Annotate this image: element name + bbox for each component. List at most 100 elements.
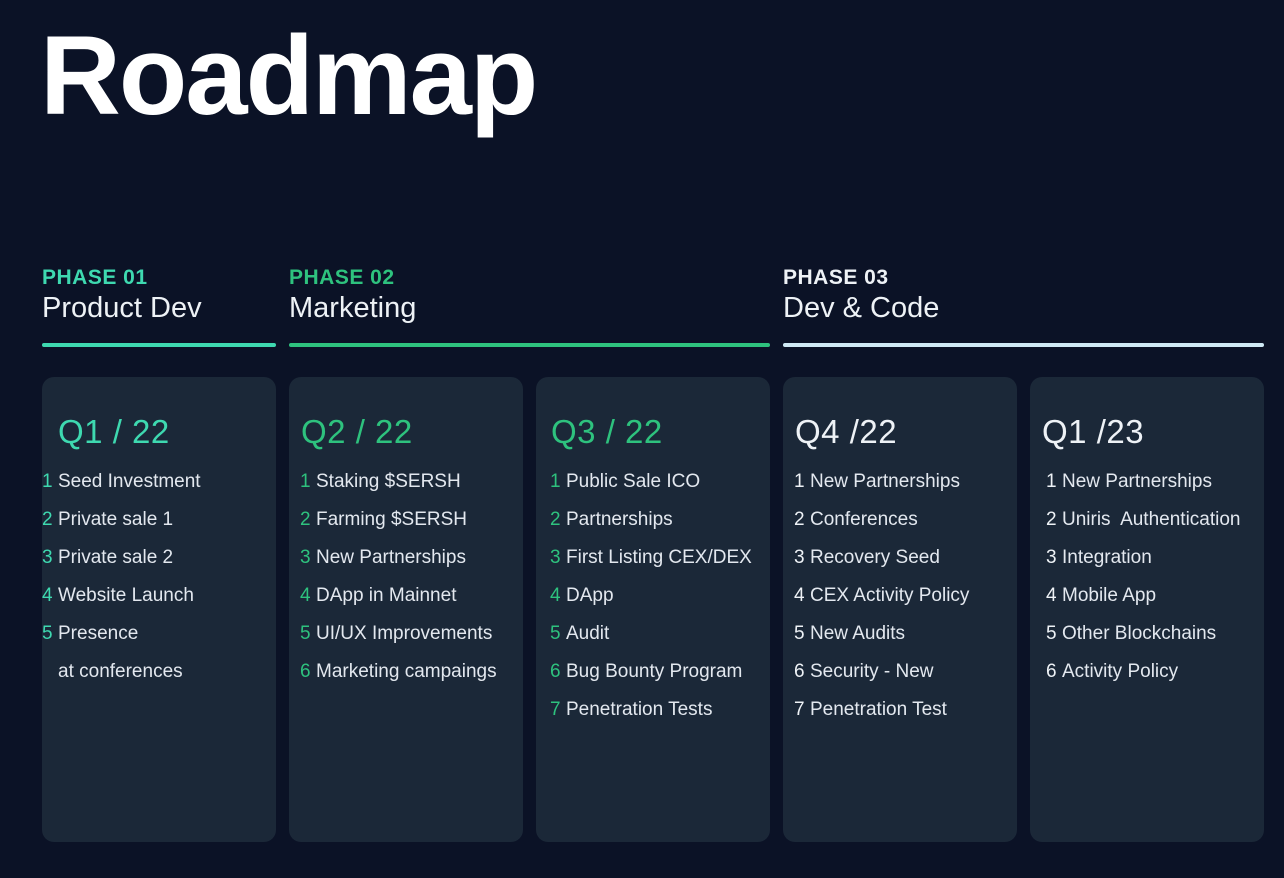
quarter-label: Q4 /22 xyxy=(795,413,898,450)
item-text: Farming $SERSH xyxy=(316,509,467,530)
phase-02: PHASE 02 Marketing xyxy=(289,266,770,347)
item-number: 1 xyxy=(42,471,53,492)
item-text: Uniris Authentication xyxy=(1062,509,1241,530)
item-text: Activity Policy xyxy=(1062,661,1179,682)
item-text: Audit xyxy=(566,623,610,644)
item-text: Penetration Tests xyxy=(566,699,713,720)
item-text: Presence xyxy=(58,623,139,644)
phase-number: PHASE 02 xyxy=(289,266,395,289)
item-number: 1 xyxy=(300,471,311,492)
phase-divider xyxy=(42,343,276,347)
item-text: Bug Bounty Program xyxy=(566,661,743,682)
item-text: Partnerships xyxy=(566,509,673,530)
item-text: Seed Investment xyxy=(58,471,201,492)
item-number: 4 xyxy=(794,585,805,606)
item-number: 2 xyxy=(794,509,805,530)
item-number: 6 xyxy=(300,661,311,682)
quarter-label: Q2 / 22 xyxy=(301,413,413,450)
item-text: DApp xyxy=(566,585,614,606)
phase-number: PHASE 01 xyxy=(42,266,148,289)
item-text: Private sale 2 xyxy=(58,547,174,568)
item-number: 5 xyxy=(300,623,311,644)
item-number: 5 xyxy=(42,623,53,644)
item-text: Mobile App xyxy=(1062,585,1157,606)
item-text: Integration xyxy=(1062,547,1152,568)
item-number: 3 xyxy=(794,547,805,568)
quarter-label: Q3 / 22 xyxy=(551,413,663,450)
item-text: Staking $SERSH xyxy=(316,471,461,492)
item-number: 3 xyxy=(300,547,311,568)
item-text: New Partnerships xyxy=(1062,471,1212,492)
item-text: New Partnerships xyxy=(316,547,466,568)
item-number: 2 xyxy=(1046,509,1057,530)
phase-name: Product Dev xyxy=(42,292,202,324)
item-number: 5 xyxy=(794,623,805,644)
item-number: 7 xyxy=(550,699,561,720)
item-number: 6 xyxy=(1046,661,1057,682)
item-number: 2 xyxy=(42,509,53,530)
item-text: UI/UX Improvements xyxy=(316,623,493,644)
list-item: at conferences xyxy=(42,653,201,691)
item-text: Website Launch xyxy=(58,585,194,606)
item-text: New Partnerships xyxy=(810,471,960,492)
phase-name: Marketing xyxy=(289,292,417,324)
item-text: Public Sale ICO xyxy=(566,471,701,492)
item-text: New Audits xyxy=(810,623,906,644)
item-number: 1 xyxy=(1046,471,1057,492)
item-number: 4 xyxy=(300,585,311,606)
item-number: 2 xyxy=(300,509,311,530)
phase-divider xyxy=(289,343,770,347)
item-number: 1 xyxy=(550,471,561,492)
phase-03: PHASE 03 Dev & Code xyxy=(783,266,1264,347)
item-number: 5 xyxy=(550,623,561,644)
item-number: 4 xyxy=(42,585,53,606)
item-number: 4 xyxy=(1046,585,1057,606)
item-text: CEX Activity Policy xyxy=(810,585,970,606)
item-number: 2 xyxy=(550,509,561,530)
item-number: 4 xyxy=(550,585,561,606)
item-text: Private sale 1 xyxy=(58,509,174,530)
item-number: 6 xyxy=(794,661,805,682)
item-number: 3 xyxy=(1046,547,1057,568)
item-number: 1 xyxy=(794,471,805,492)
item-text: Conferences xyxy=(810,509,918,530)
item-number: 3 xyxy=(550,547,561,568)
item-text: DApp in Mainnet xyxy=(316,585,457,606)
phase-number: PHASE 03 xyxy=(783,266,889,289)
item-text: Recovery Seed xyxy=(810,547,940,568)
quarter-label: Q1 /23 xyxy=(1042,413,1145,450)
item-text: Penetration Test xyxy=(810,699,947,720)
